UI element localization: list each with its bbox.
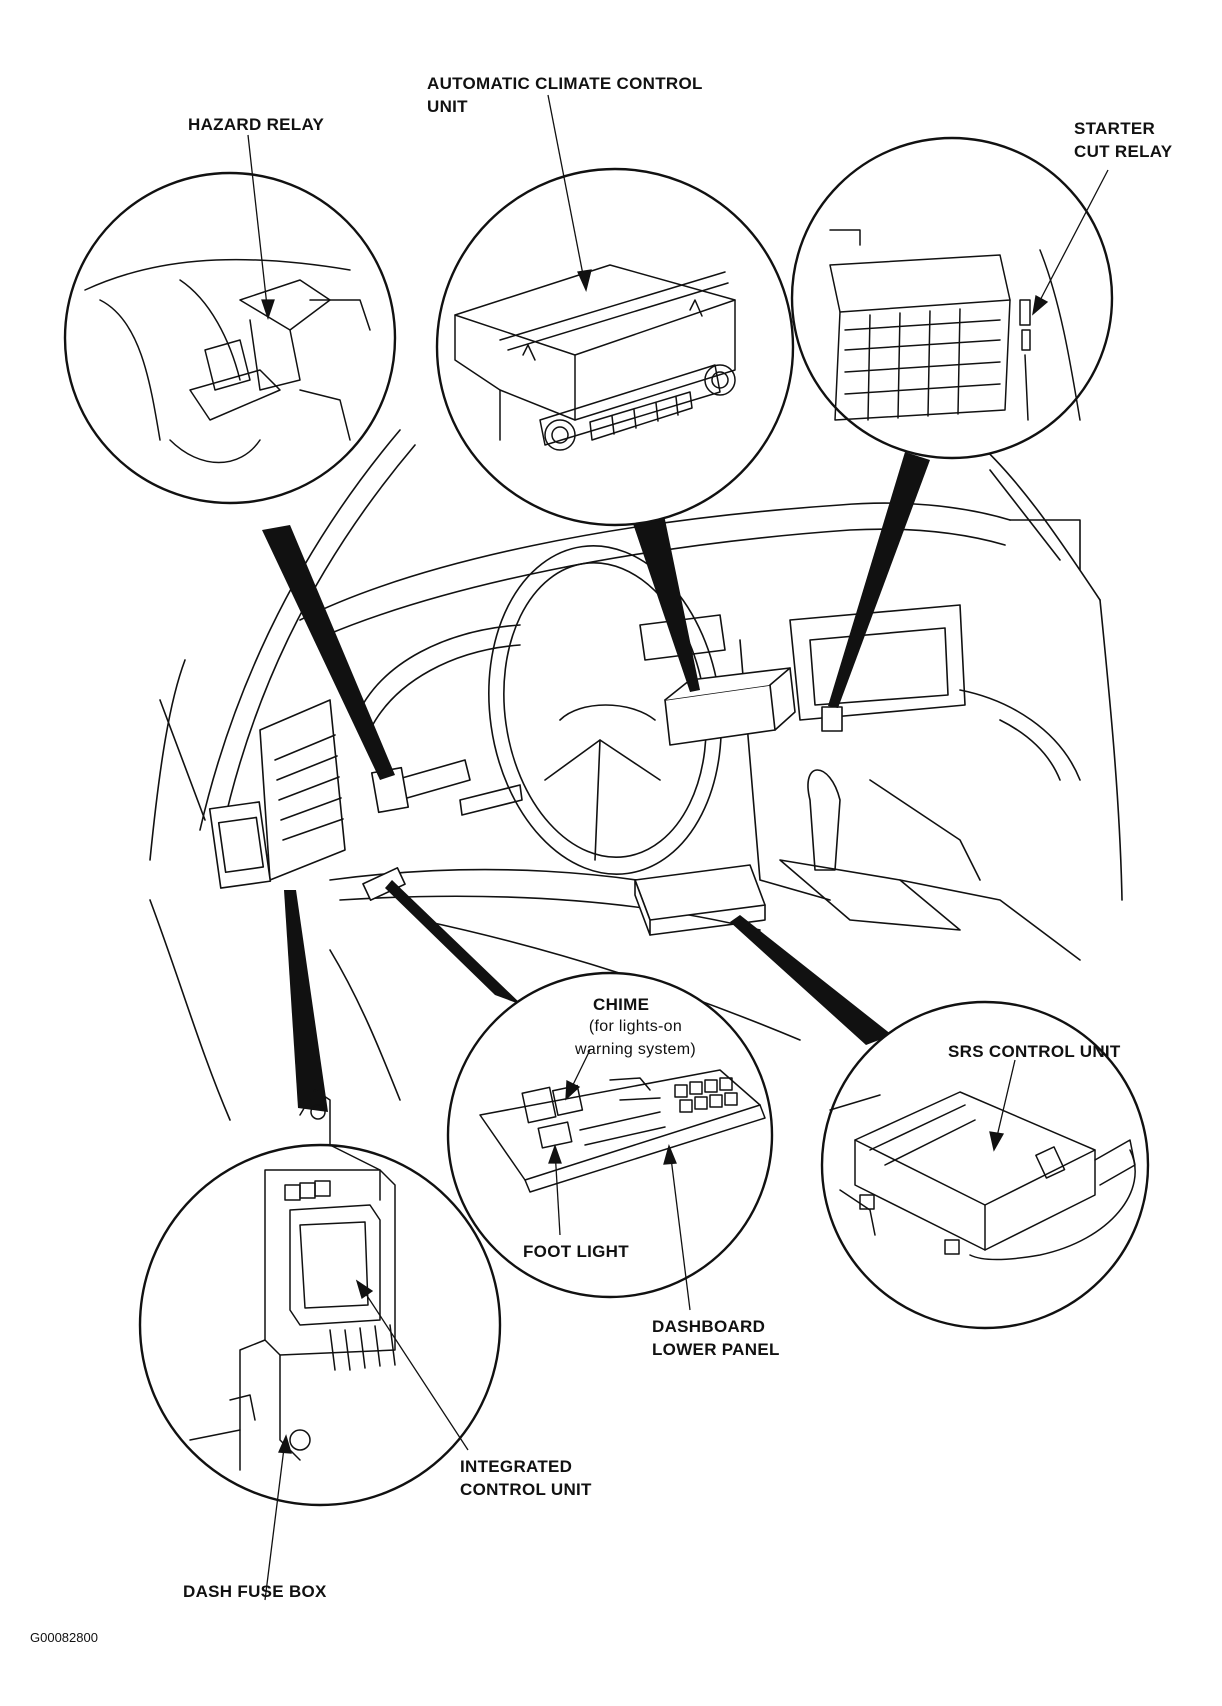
- starter-cut-relay-label: STARTER CUT RELAY: [1074, 119, 1173, 161]
- starter-cut-relay-detail-drawing: [829, 229, 1081, 421]
- srs-control-unit-detail-drawing: [829, 1091, 1136, 1261]
- srs-control-unit-label: SRS CONTROL UNIT: [948, 1042, 1121, 1061]
- leader-arrow-integrated-control-unit: [359, 1284, 469, 1451]
- integrated-control-unit-marker-inner: [217, 816, 265, 874]
- leader-arrow-dashboard-lower-panel: [669, 1149, 691, 1311]
- leader-wedges: [262, 452, 930, 1112]
- figure-code: G00082800: [30, 1630, 98, 1645]
- climate-control-detail-circle: [435, 167, 795, 527]
- leader-chime: [385, 880, 522, 1005]
- leader-hazard-relay: [262, 525, 395, 780]
- leader-arrow-climate-control: [547, 94, 586, 286]
- leader-integrated-control-unit: [284, 890, 328, 1112]
- hazard-relay-detail-drawing: [84, 258, 371, 464]
- starter-cut-relay-marker: [821, 706, 843, 732]
- leader-arrow-starter-cut-relay: [1034, 169, 1109, 311]
- hazard-relay-label: HAZARD RELAY: [188, 115, 325, 134]
- dash-fuse-box-label: DASH FUSE BOX: [183, 1582, 327, 1601]
- leader-arrow-hazard-relay: [247, 134, 269, 316]
- integrated-control-unit-detail-drawing: [189, 1089, 396, 1471]
- leader-arrow-srs-control-unit: [994, 1059, 1016, 1146]
- integrated-control-unit-label: INTEGRATED CONTROL UNIT: [460, 1457, 592, 1499]
- leader-starter-cut-relay: [828, 452, 930, 708]
- foot-light-label: FOOT LIGHT: [523, 1242, 629, 1261]
- integrated-control-unit-marker: [208, 801, 272, 889]
- climate-control-detail-drawing: [454, 264, 736, 451]
- starter-cut-relay-detail-circle: [790, 136, 1114, 460]
- dashboard-lower-panel-label: DASHBOARD LOWER PANEL: [652, 1317, 780, 1359]
- hazard-relay-detail-circle: [63, 171, 397, 505]
- chime-detail-circle: [446, 971, 774, 1299]
- leader-srs-control-unit: [730, 915, 892, 1045]
- chime-label: CHIME: [593, 995, 650, 1014]
- chime-marker: [362, 867, 406, 901]
- srs-control-unit-marker: [634, 864, 766, 921]
- leader-arrow-foot-light: [554, 1149, 561, 1236]
- leader-climate-control: [625, 500, 700, 692]
- chime-detail-drawing: [479, 1069, 766, 1193]
- leader-arrow-dash-fuse-box: [264, 1439, 286, 1601]
- integrated-control-unit-detail-circle: [138, 1143, 502, 1507]
- label-leaders: [247, 94, 1109, 1601]
- automatic-climate-control-unit-label: AUTOMATIC CLIMATE CONTROL UNIT: [427, 74, 703, 116]
- chime-note-label: (for lights-on warning system): [575, 1018, 696, 1058]
